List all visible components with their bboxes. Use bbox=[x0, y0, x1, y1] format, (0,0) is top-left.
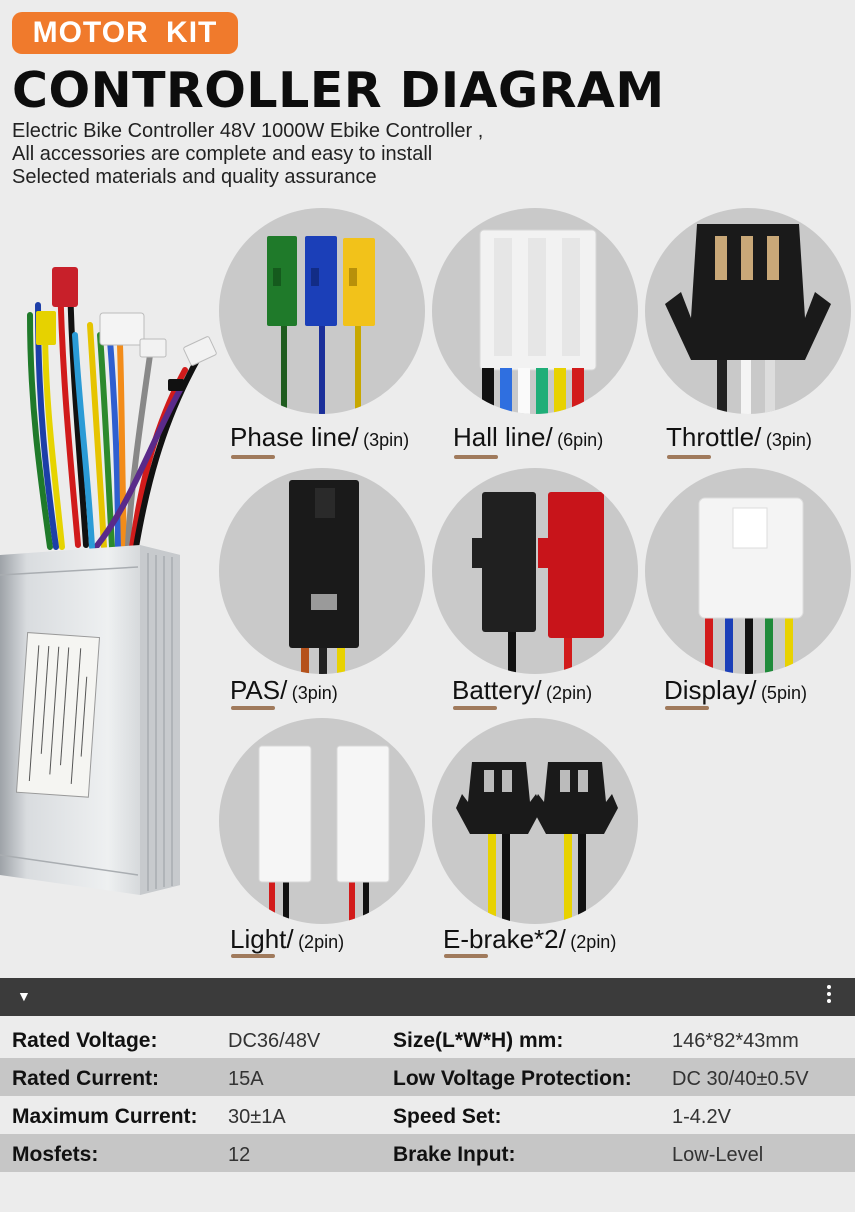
throttle-image bbox=[645, 208, 851, 414]
spec-value: 1-4.2V bbox=[672, 1106, 731, 1128]
spec-value: DC36/48V bbox=[228, 1030, 321, 1052]
connector-pin: (5pin) bbox=[760, 683, 807, 703]
specs-toolbar: ▼ bbox=[0, 978, 855, 1016]
connector-pin: (3pin) bbox=[363, 430, 410, 450]
spec-value: 146*82*43mm bbox=[672, 1030, 799, 1052]
light-image bbox=[219, 718, 425, 924]
spec-value: 15A bbox=[228, 1068, 264, 1090]
spec-key: Rated Voltage: bbox=[12, 1029, 158, 1052]
label-underline bbox=[453, 706, 497, 710]
throttle-label: Throttle/ (3pin) bbox=[666, 422, 812, 453]
spec-value: DC 30/40±0.5V bbox=[672, 1068, 809, 1090]
spec-value: 12 bbox=[228, 1144, 251, 1166]
spec-key: Speed Set: bbox=[393, 1105, 502, 1128]
spec-key: Size(L*W*H) mm: bbox=[393, 1029, 564, 1052]
e-brake-label: E-brake*2/ (2pin) bbox=[443, 924, 616, 955]
subtitle-line: Electric Bike Controller 48V 1000W Ebike… bbox=[12, 120, 484, 142]
spec-key: Rated Current: bbox=[12, 1067, 160, 1090]
connector-pin: (2pin) bbox=[546, 683, 593, 703]
spec-key: Maximum Current: bbox=[12, 1105, 198, 1128]
e-brake-image bbox=[432, 718, 638, 924]
label-underline bbox=[444, 954, 488, 958]
connector-pin: (2pin) bbox=[298, 932, 345, 952]
connector-name: Throttle/ bbox=[666, 422, 762, 452]
connector-name: Battery/ bbox=[452, 675, 542, 705]
phase-line-label: Phase line/ (3pin) bbox=[230, 422, 409, 453]
phase-line-image bbox=[219, 208, 425, 414]
pas-image bbox=[219, 468, 425, 674]
light-label: Light/ (2pin) bbox=[230, 924, 344, 955]
battery-image bbox=[432, 468, 638, 674]
table-row: Rated Current: 15A Low Voltage Protectio… bbox=[0, 1058, 855, 1096]
table-row: Mosfets: 12 Brake Input: Low-Level bbox=[0, 1134, 855, 1172]
motor-kit-badge: MOTOR KIT bbox=[12, 12, 238, 54]
spec-key: Mosfets: bbox=[12, 1143, 99, 1166]
battery-label: Battery/ (2pin) bbox=[452, 675, 592, 706]
hall-line-image bbox=[432, 208, 638, 414]
label-underline bbox=[667, 455, 711, 459]
specs-table: Rated Voltage: DC36/48V Size(L*W*H) mm: … bbox=[0, 1020, 855, 1172]
label-underline bbox=[231, 706, 275, 710]
controller-image bbox=[0, 267, 217, 895]
subtitle-line: Selected materials and quality assurance bbox=[12, 166, 377, 188]
pas-label: PAS/ (3pin) bbox=[230, 675, 338, 706]
spec-key: Low Voltage Protection: bbox=[393, 1067, 632, 1090]
connector-pin: (3pin) bbox=[765, 430, 812, 450]
label-underline bbox=[454, 455, 498, 459]
display-image bbox=[645, 468, 851, 674]
connector-pin: (6pin) bbox=[557, 430, 604, 450]
spec-value: Low-Level bbox=[672, 1144, 764, 1166]
connector-pin: (3pin) bbox=[291, 683, 338, 703]
label-underline bbox=[231, 455, 275, 459]
spec-key: Brake Input: bbox=[393, 1143, 516, 1166]
connector-name: Hall line/ bbox=[453, 422, 553, 452]
connector-name: Light/ bbox=[230, 924, 294, 954]
page-title: CONTROLLER DIAGRAM bbox=[12, 62, 665, 119]
subtitle: Electric Bike Controller 48V 1000W Ebike… bbox=[12, 120, 483, 189]
hall-line-label: Hall line/ (6pin) bbox=[453, 422, 603, 453]
label-underline bbox=[231, 954, 275, 958]
label-underline bbox=[665, 706, 709, 710]
connector-name: E-brake*2/ bbox=[443, 924, 566, 954]
collapse-arrow-icon[interactable]: ▼ bbox=[17, 988, 31, 1004]
display-label: Display/ (5pin) bbox=[664, 675, 807, 706]
table-row: Rated Voltage: DC36/48V Size(L*W*H) mm: … bbox=[0, 1020, 855, 1058]
connector-name: Display/ bbox=[664, 675, 757, 705]
connector-name: PAS/ bbox=[230, 675, 288, 705]
table-row: Maximum Current: 30±1A Speed Set: 1-4.2V bbox=[0, 1096, 855, 1134]
connector-pin: (2pin) bbox=[570, 932, 617, 952]
connector-name: Phase line/ bbox=[230, 422, 359, 452]
spec-value: 30±1A bbox=[228, 1106, 286, 1128]
more-options-icon[interactable] bbox=[827, 985, 831, 1006]
subtitle-line: All accessories are complete and easy to… bbox=[12, 143, 433, 165]
